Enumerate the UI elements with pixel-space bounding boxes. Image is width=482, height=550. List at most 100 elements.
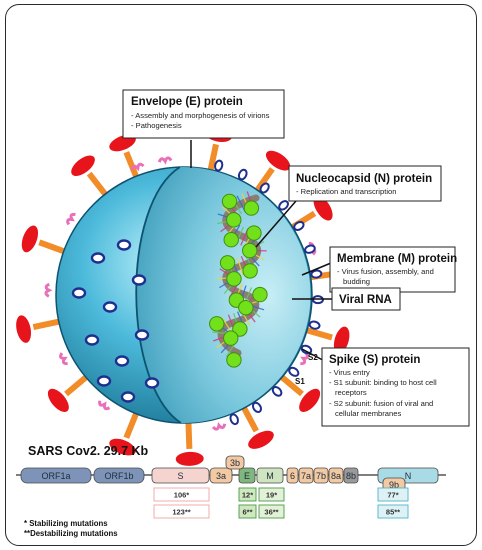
membrane-protein (278, 200, 289, 211)
membrane-protein (293, 221, 305, 231)
mutation-s-stab-count: 106* (174, 491, 190, 500)
gene-8b-label: 8b (346, 471, 356, 481)
spike-stalk (86, 171, 111, 200)
gene-s-label: S (177, 471, 183, 481)
gene-m-label: M (266, 471, 274, 481)
membrane-protein (116, 239, 132, 251)
nucleocapsid-protein (226, 271, 242, 287)
gene-8a-box (328, 467, 344, 484)
envelope-protein (157, 156, 173, 165)
gene-7b-label: 7b (316, 471, 326, 481)
s1-label: S1 (295, 377, 305, 386)
spike-line-1: - Virus entry (329, 368, 370, 377)
gene-e-box (238, 467, 256, 484)
membrane-protein (300, 344, 313, 355)
membrane-protein (259, 182, 270, 194)
envelope-protein (66, 212, 76, 226)
spike-stalk (64, 372, 91, 397)
gene-6-label: 6 (290, 471, 295, 481)
nucleocapsid-proteins (209, 193, 268, 368)
mutation-e-destab-count: 6** (242, 508, 252, 517)
virion-cutaway (136, 167, 311, 424)
nucleocapsid-protein (209, 316, 225, 332)
gene-7b-box (313, 467, 329, 484)
membrane-protein (251, 401, 262, 413)
membrane-line-2: budding (343, 277, 370, 286)
envelope-protein (98, 400, 111, 411)
nucleocapsid-protein (219, 255, 236, 271)
membrane-protein (134, 329, 150, 341)
nucleocapsid-protein (242, 242, 258, 259)
spike-line-3: receptors (335, 388, 367, 397)
spike-line-2: - S1 subunit: binding to host cell (329, 378, 437, 387)
envelope-protein (300, 352, 309, 366)
spike-head (248, 430, 274, 449)
mutation-m-destab-box (258, 504, 285, 519)
membrane-protein (237, 168, 248, 181)
nucleocapsid-protein (238, 299, 254, 316)
spike-head (16, 315, 32, 343)
nucleocapsid-protein (221, 193, 238, 210)
genome-title: SARS Cov2. 29.7 Kb (28, 444, 149, 458)
gene-orf1a-label: ORF1a (41, 471, 70, 481)
spike-line-4: - S2 subunit: fusion of viral and (329, 399, 433, 408)
spike-head (175, 451, 204, 466)
gene-8b-box (343, 467, 359, 484)
leader-lines (190, 140, 333, 366)
rna-title: Viral RNA (339, 294, 392, 306)
gene-n-label: N (405, 471, 412, 481)
nucleocapsid-protein (242, 263, 258, 279)
envelope-line-2: - Pathogenesis (131, 121, 182, 130)
membrane-protein (271, 386, 283, 397)
spike-callout: Spike (S) protein - Virus entry - S1 sub… (321, 347, 470, 427)
gene-3b-box (225, 455, 245, 470)
spike-stalk (185, 418, 193, 450)
envelope-protein (44, 282, 53, 298)
membrane-protein (90, 252, 106, 264)
gene-3b-label: 3b (230, 458, 240, 468)
rna-base (221, 317, 233, 334)
spike-head (333, 326, 350, 354)
nucleocapsid-protein (223, 232, 239, 248)
gene-7a-box (298, 467, 314, 484)
gene-3a-box (209, 467, 233, 484)
nucleocapsid-title: Nucleocapsid (N) protein (296, 173, 432, 185)
gene-6-box (286, 467, 299, 484)
spike-stalk (302, 326, 333, 341)
gene-orf1b-label: ORF1b (104, 471, 133, 481)
gene-8a-label: 8a (331, 471, 341, 481)
membrane-protein (71, 287, 87, 299)
nucleocapsid-protein (226, 212, 242, 228)
nucleocapsid-protein (252, 286, 268, 303)
mutation-n-destab-count: 85** (386, 508, 400, 517)
membrane-line-1: - Virus fusion, assembly, and (337, 267, 434, 276)
gene-s-box (151, 467, 210, 484)
membrane-protein (144, 377, 160, 389)
spike-head (109, 438, 136, 456)
membrane-protein (131, 274, 147, 286)
membrane-protein (96, 375, 112, 387)
membrane-protein (214, 159, 224, 172)
membrane-protein (114, 355, 130, 367)
gene-7a-label: 7a (301, 471, 311, 481)
mutation-e-stab-count: 12* (242, 491, 253, 500)
mutation-e-destab-box (238, 504, 257, 519)
spike-stalk (252, 167, 275, 196)
membrane-protein (304, 244, 316, 254)
membrane-protein (308, 320, 321, 330)
mutation-s-stab-box (153, 487, 210, 502)
envelope-callout: Envelope (E) protein - Assembly and morp… (122, 89, 285, 139)
membrane-protein (229, 413, 239, 426)
legend-stabilizing: * Stabilizing mutations (24, 519, 108, 528)
rna-base (236, 257, 244, 276)
membrane-protein (84, 334, 100, 346)
spike-head (21, 225, 39, 253)
membrane-proteins (71, 159, 324, 426)
mutation-e-stab-box (238, 487, 257, 502)
envelope-protein (130, 162, 145, 172)
spike-stalk (123, 408, 141, 439)
nucleocapsid-protein (246, 225, 262, 241)
envelope-protein (59, 352, 68, 366)
mutation-n-stab-box (377, 487, 409, 502)
